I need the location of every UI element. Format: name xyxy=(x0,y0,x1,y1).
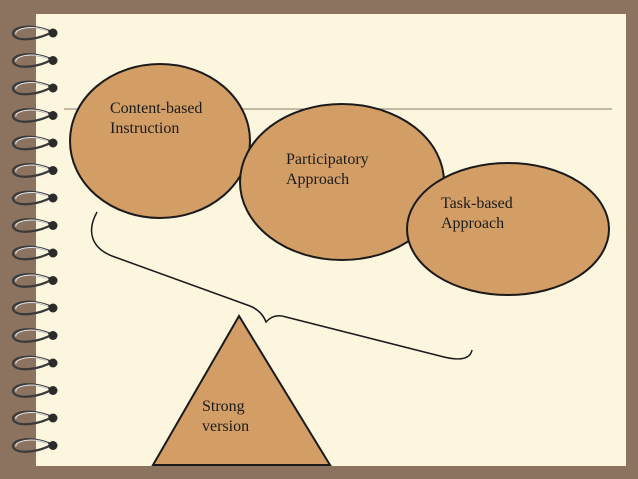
spiral-ring-highlight xyxy=(15,412,49,420)
spiral-ring-highlight xyxy=(15,439,49,447)
binding-hole xyxy=(48,111,58,120)
spiral-ring xyxy=(11,53,53,68)
spiral-ring-highlight xyxy=(15,192,49,200)
spiral-ring-highlight xyxy=(15,219,49,227)
spiral-ring xyxy=(11,300,53,316)
spiral-ring xyxy=(11,190,53,206)
binding-hole xyxy=(48,303,58,313)
label-strong-version: Strong version xyxy=(202,398,250,435)
spiral-binding xyxy=(11,25,58,453)
spiral-ring-highlight xyxy=(15,27,49,35)
binding-hole xyxy=(48,441,58,450)
spiral-ring-highlight xyxy=(15,357,49,365)
binding-hole xyxy=(48,331,58,340)
binding-hole xyxy=(48,83,58,93)
curly-brace xyxy=(90,211,473,360)
spiral-ring xyxy=(11,135,53,151)
spiral-ring-highlight xyxy=(15,302,49,310)
spiral-ring xyxy=(11,163,53,178)
spiral-ring xyxy=(11,438,53,453)
spiral-ring xyxy=(11,383,53,398)
binding-hole xyxy=(48,221,58,230)
spiral-ring xyxy=(11,355,53,371)
spiral-ring-highlight xyxy=(15,164,49,172)
binding-hole xyxy=(48,248,58,258)
spiral-ring-highlight xyxy=(15,82,49,90)
label-task-based-approach: Task-based Approach xyxy=(441,195,513,232)
spiral-ring xyxy=(11,218,53,233)
binding-hole xyxy=(48,28,58,38)
binding-hole xyxy=(48,138,58,148)
spiral-ring xyxy=(11,273,53,288)
spiral-ring-highlight xyxy=(15,384,49,392)
spiral-ring xyxy=(11,410,53,426)
spiral-ring xyxy=(11,25,53,41)
spiral-ring-highlight xyxy=(15,109,49,117)
spiral-ring-highlight xyxy=(15,137,49,145)
label-content-based-instruction: Content-based Instruction xyxy=(110,100,203,137)
binding-hole xyxy=(48,193,58,203)
spiral-ring xyxy=(11,245,53,261)
binding-hole xyxy=(48,166,58,175)
spiral-ring-highlight xyxy=(15,54,49,62)
triangle-strong-version xyxy=(151,314,332,466)
spiral-ring-highlight xyxy=(15,329,49,337)
binding-hole xyxy=(48,358,58,368)
spiral-ring xyxy=(11,80,53,96)
spiral-ring xyxy=(11,108,53,123)
label-participatory-approach: Participatory Approach xyxy=(286,151,369,188)
binding-hole xyxy=(48,56,58,65)
binding-hole xyxy=(48,276,58,285)
binding-hole xyxy=(48,386,58,395)
spiral-ring-highlight xyxy=(15,274,49,282)
ellipse-content-based-instruction xyxy=(69,63,251,219)
ellipse-task-based-approach xyxy=(406,162,610,296)
spiral-ring xyxy=(11,328,53,343)
spiral-ring-highlight xyxy=(15,247,49,255)
binding-hole xyxy=(48,413,58,423)
